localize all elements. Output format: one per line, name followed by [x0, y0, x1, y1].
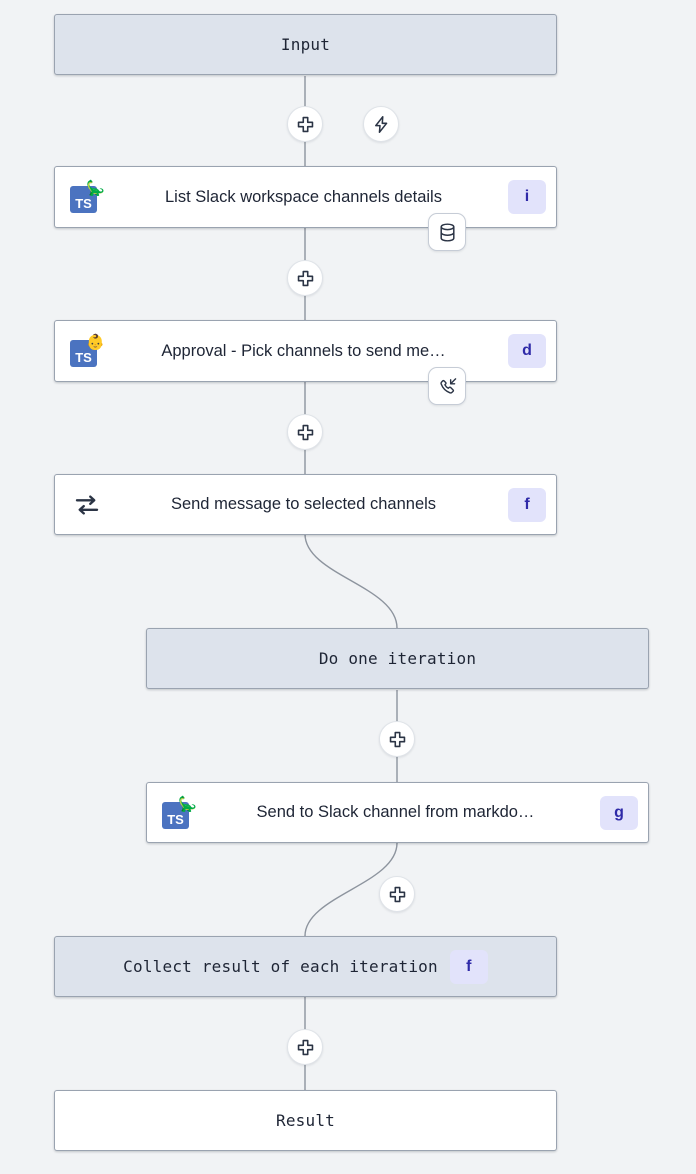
typescript-deno-icon: TS 🦕 — [161, 795, 197, 831]
plus-icon — [297, 270, 313, 286]
ts-square-icon: TS — [70, 340, 97, 367]
add-step-button-2[interactable] — [287, 260, 323, 296]
repeat-icon — [75, 494, 99, 515]
ts-square-icon: TS — [162, 801, 189, 829]
node-input-label: Input — [280, 35, 331, 54]
deno-logo-icon: 🦕 — [86, 180, 105, 197]
node-list-slack-workspace-channels[interactable]: TS 🦕 List Slack workspace channels detai… — [54, 166, 557, 228]
node-d-label: Do one iteration — [318, 649, 477, 668]
plus-icon — [297, 116, 313, 132]
database-icon — [439, 222, 455, 242]
node-f-badge[interactable]: f — [449, 949, 488, 984]
plus-icon — [389, 886, 405, 902]
typescript-approval-icon: TS 👶 — [69, 333, 105, 369]
repeat-loop-icon — [69, 487, 105, 523]
baby-face-emoji-icon: 👶 — [86, 334, 105, 351]
phone-incoming-icon — [439, 377, 456, 394]
node-result[interactable]: Result — [54, 1090, 557, 1151]
plus-icon — [297, 1039, 313, 1055]
database-chip-button[interactable] — [428, 213, 466, 251]
node-b-label: Approval - Pick channels to send me… — [161, 341, 446, 360]
node-f-label: Collect result of each iteration — [123, 957, 438, 976]
add-step-button-3[interactable] — [287, 414, 323, 450]
node-c-label: Send message to selected channels — [170, 495, 437, 513]
node-send-to-slack-channel-from-markdown[interactable]: TS 🦕 Send to Slack channel from markdo… … — [146, 782, 649, 843]
deno-logo-icon: 🦕 — [178, 795, 197, 813]
node-c-badge[interactable]: f — [508, 487, 546, 522]
node-send-message-to-selected-channels[interactable]: Send message to selected channels f — [54, 474, 557, 535]
node-e-label: Send to Slack channel from markdo… — [256, 803, 535, 821]
add-step-button-1[interactable] — [287, 106, 323, 142]
lightning-icon — [374, 115, 387, 133]
node-b-badge[interactable]: d — [508, 334, 546, 368]
plus-icon — [389, 731, 405, 747]
node-result-label: Result — [276, 1111, 335, 1130]
node-a-badge[interactable]: i — [508, 180, 546, 214]
add-trigger-button[interactable] — [363, 106, 399, 142]
node-e-badge[interactable]: g — [600, 795, 638, 830]
node-approval-pick-channels[interactable]: TS 👶 Approval - Pick channels to send me… — [54, 320, 557, 382]
node-a-label: List Slack workspace channels details — [165, 187, 442, 206]
edge-c-to-d — [304, 533, 398, 629]
plus-icon — [297, 424, 313, 440]
typescript-deno-icon: TS 🦕 — [69, 179, 105, 215]
phone-incoming-chip-button[interactable] — [428, 367, 466, 405]
node-collect-result-of-each-iteration[interactable]: Collect result of each iteration f — [54, 936, 557, 997]
node-input[interactable]: Input — [54, 14, 557, 75]
node-do-one-iteration[interactable]: Do one iteration — [146, 628, 649, 689]
ts-square-icon: TS — [70, 186, 97, 213]
add-step-button-6[interactable] — [287, 1029, 323, 1065]
add-step-button-5[interactable] — [379, 876, 415, 912]
add-step-button-4[interactable] — [379, 721, 415, 757]
